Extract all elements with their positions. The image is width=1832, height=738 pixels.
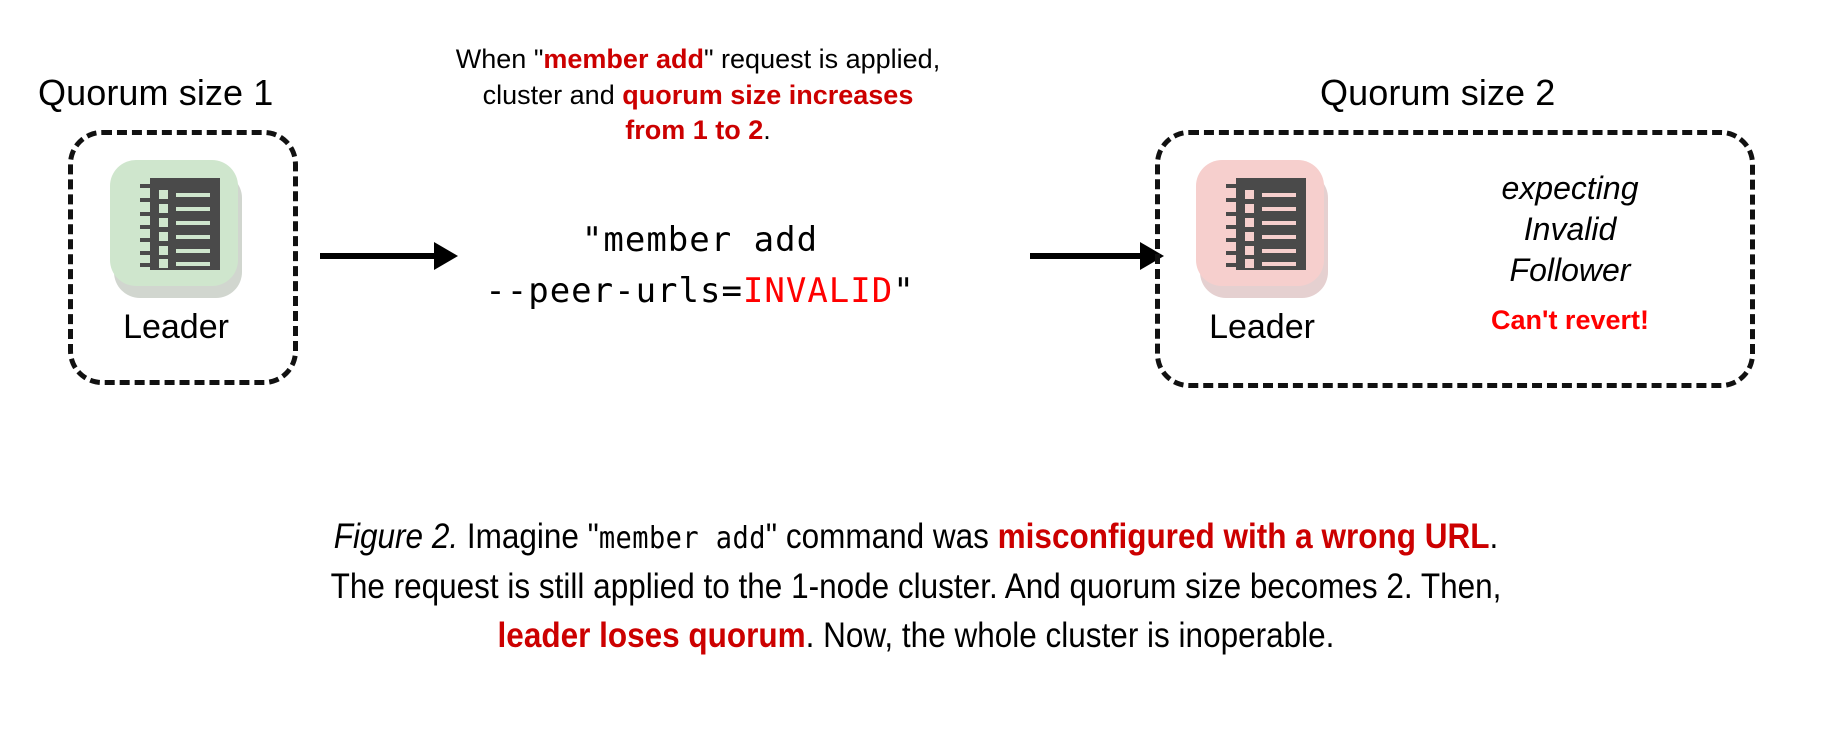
caption-emph-misconfigured: misconfigured with a wrong URL — [997, 517, 1490, 556]
log-entry — [1245, 246, 1296, 255]
caption-line-3: leader loses quorum. Now, the whole clus… — [92, 611, 1741, 661]
annotation-line1-post: " request is applied, — [703, 44, 941, 74]
status-line-invalid: Invalid — [1523, 210, 1617, 247]
annotation-line3-post: . — [763, 115, 771, 146]
annotation-line1-pre: When " — [455, 44, 544, 74]
log-ring — [140, 225, 159, 229]
node-tile — [110, 160, 238, 286]
status-line-follower: Follower — [1509, 251, 1631, 288]
log-entry — [1245, 259, 1296, 268]
caption-line-2: The request is still applied to the 1-no… — [330, 566, 1502, 606]
status-line-expecting: expecting — [1501, 170, 1639, 206]
log-ring — [140, 184, 159, 188]
log-entry — [159, 218, 210, 227]
annotation-line2-pre: cluster and — [482, 79, 623, 110]
left-leader-node[interactable]: Leader — [110, 160, 242, 347]
log-entry — [159, 246, 210, 255]
log-entry — [159, 232, 210, 241]
caption-text-b: " command was — [765, 517, 998, 556]
log-entry — [1245, 190, 1296, 199]
log-entry — [159, 204, 210, 213]
command-invalid-value: INVALID — [742, 271, 894, 311]
annotation-line-1: When "member add" request is applied, — [388, 42, 1008, 78]
cant-revert-alert: Can't revert! — [1491, 304, 1649, 335]
annotation-text: When "member add" request is applied, cl… — [388, 42, 1008, 149]
node-tile — [1196, 160, 1324, 286]
log-ring — [140, 263, 159, 267]
command-flag: --peer-urls= — [485, 271, 743, 311]
caption-figure-number: Figure 2. — [333, 517, 459, 556]
right-node-label: Leader — [1209, 308, 1315, 346]
annotation-line3-emph: from 1 to 2 — [625, 115, 764, 146]
left-node-label: Leader — [123, 308, 229, 346]
arrow-command-to-cluster — [1030, 242, 1180, 270]
right-status-stack: expecting Invalid Follower Can't revert! — [1440, 168, 1700, 336]
right-leader-node[interactable]: Leader — [1196, 160, 1328, 347]
log-ring — [1226, 212, 1245, 216]
log-glyph — [1226, 178, 1306, 270]
caption-text-a: Imagine " — [458, 517, 599, 556]
log-ring — [1226, 184, 1245, 188]
log-ring — [1226, 251, 1245, 255]
command-line-1: "member add — [581, 220, 819, 260]
log-ring — [1226, 238, 1245, 242]
log-entry — [1245, 218, 1296, 227]
caption-text-c: . — [1489, 517, 1499, 556]
log-entry — [1245, 232, 1296, 241]
caption-text-d: . Now, the whole cluster is inoperable. — [805, 616, 1335, 656]
log-glyph — [140, 178, 220, 270]
log-entry — [159, 190, 210, 199]
left-cluster-title: Quorum size 1 — [38, 72, 274, 113]
log-ring — [140, 212, 159, 216]
command-closing-quote: " — [893, 271, 915, 311]
figure-caption: Figure 2. Imagine "member add" command w… — [92, 512, 1741, 661]
left-cluster-box — [68, 130, 298, 385]
log-ring — [1226, 263, 1245, 267]
arrow-cluster-to-command — [320, 242, 460, 270]
right-cluster-box — [1155, 130, 1755, 388]
right-cluster-title: Quorum size 2 — [1320, 72, 1556, 113]
caption-command: member add — [598, 521, 766, 556]
log-entry — [159, 259, 210, 268]
log-ring — [1226, 198, 1245, 202]
caption-emph-leader-loses-quorum: leader loses quorum — [497, 616, 806, 656]
annotation-line-2: cluster and quorum size increases — [388, 78, 1008, 114]
log-ring — [140, 238, 159, 242]
command-text: "member add --peer-urls=INVALID" — [400, 215, 1000, 317]
log-ring — [1226, 225, 1245, 229]
annotation-line2-emph: quorum size increases — [622, 79, 914, 110]
command-line-2: --peer-urls=INVALID" — [400, 266, 1000, 317]
log-entry — [1245, 204, 1296, 213]
log-ring — [140, 198, 159, 202]
annotation-line1-emph: member add — [543, 44, 704, 74]
caption-line-1: Figure 2. Imagine "member add" command w… — [92, 512, 1741, 562]
annotation-line-3: from 1 to 2. — [388, 113, 1008, 149]
log-notebook-icon — [110, 160, 242, 302]
log-ring — [140, 251, 159, 255]
log-notebook-icon — [1196, 160, 1328, 302]
